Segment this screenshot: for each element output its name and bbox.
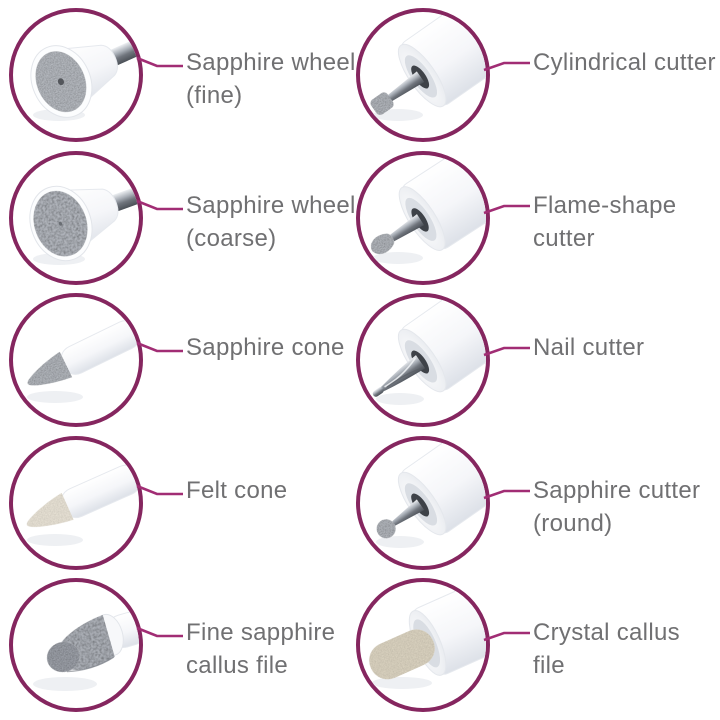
leader-line <box>136 626 183 638</box>
attachment-item-nail-cutter: Nail cutter <box>356 293 720 435</box>
leader-line <box>136 199 183 211</box>
attachment-label: Sapphire wheel (fine) <box>186 49 356 109</box>
sapphire-wheel-coarse-icon <box>29 185 139 265</box>
crystal-callus-file-icon <box>369 583 486 689</box>
attachment-label: Crystal callus file <box>533 619 680 679</box>
photo-crystal-callus-file <box>356 578 490 712</box>
leader-line <box>483 204 530 215</box>
sapphire-cone-icon <box>27 320 139 403</box>
photo-flame-shape-cutter <box>356 151 490 285</box>
attachment-label: Felt cone <box>186 477 288 504</box>
attachment-item-sapphire-wheel-coarse: Sapphire wheel (coarse) <box>9 151 373 293</box>
cylindrical-cutter-icon <box>370 12 486 121</box>
fine-sapphire-callus-file-icon <box>33 611 139 691</box>
photo-nail-cutter <box>356 293 490 427</box>
nail-cutter-icon <box>372 297 486 405</box>
attachment-item-sapphire-cutter-round: Sapphire cutter (round) <box>356 436 720 578</box>
leader-line <box>136 341 183 353</box>
attachment-item-sapphire-cone: Sapphire cone <box>9 293 373 435</box>
photo-sapphire-wheel-fine <box>9 8 143 142</box>
attachment-item-flame-shape-cutter: Flame-shape cutter <box>356 151 720 293</box>
attachment-item-fine-sapphire-callus-file: Fine sapphire callus file <box>9 578 373 720</box>
felt-cone-icon <box>26 464 139 546</box>
leader-line <box>483 346 530 357</box>
sapphire-cutter-round-icon <box>376 440 486 548</box>
photo-sapphire-cutter-round <box>356 436 490 570</box>
attachment-label: Nail cutter <box>533 334 645 361</box>
attachment-label: Sapphire cone <box>186 334 345 361</box>
attachment-item-felt-cone: Felt cone <box>9 436 373 578</box>
photo-sapphire-cone <box>9 293 143 427</box>
attachment-label: Fine sapphire callus file <box>186 619 336 679</box>
flame-shape-cutter-icon <box>371 155 486 264</box>
leader-line <box>483 61 530 72</box>
leader-line <box>136 56 183 68</box>
attachment-label: Flame-shape cutter <box>533 192 677 252</box>
leader-line <box>136 484 183 496</box>
photo-cylindrical-cutter <box>356 8 490 142</box>
photo-fine-sapphire-callus-file <box>9 578 143 712</box>
attachment-label: Sapphire cutter (round) <box>533 477 701 537</box>
leader-line <box>483 489 530 500</box>
sapphire-wheel-fine-icon <box>30 40 139 121</box>
attachment-item-sapphire-wheel-fine: Sapphire wheel (fine) <box>9 8 373 150</box>
photo-sapphire-wheel-coarse <box>9 151 143 285</box>
attachment-label: Sapphire wheel (coarse) <box>186 192 356 252</box>
attachment-item-cylindrical-cutter: Cylindrical cutter <box>356 8 720 150</box>
leader-line <box>483 631 530 642</box>
attachment-item-crystal-callus-file: Crystal callus file <box>356 578 720 720</box>
photo-felt-cone <box>9 436 143 570</box>
attachment-label: Cylindrical cutter <box>533 49 716 76</box>
